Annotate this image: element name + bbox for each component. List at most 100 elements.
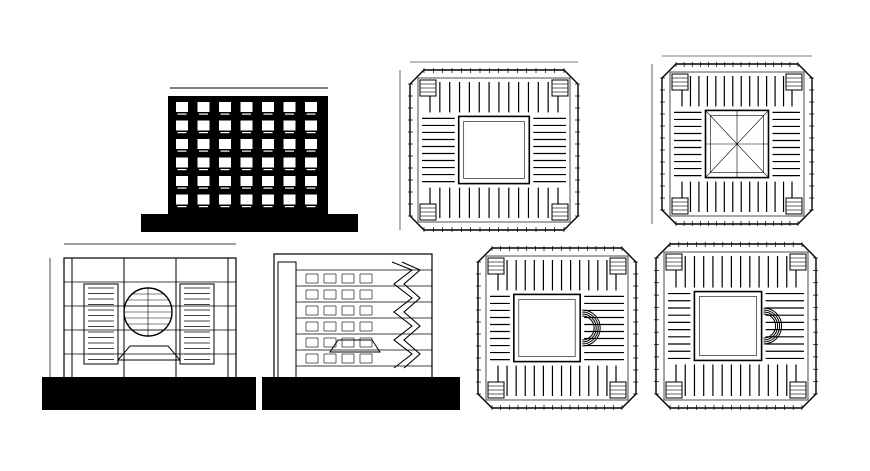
section-b-window (359, 321, 373, 332)
elevation-window-sill (285, 113, 294, 115)
floor-plan-1 (399, 61, 580, 232)
section-a-stair-left (83, 283, 119, 365)
elevation-window (197, 139, 210, 149)
elevation-window (305, 176, 317, 186)
section-b-window (305, 289, 319, 300)
section-b-window (305, 273, 319, 284)
section-b-window (341, 337, 355, 348)
elevation-window (240, 157, 253, 168)
elevation-window (197, 194, 210, 205)
section-b-core (277, 261, 297, 382)
elevation-window-sill (306, 187, 316, 189)
elevation-window (219, 102, 231, 112)
plan-curved-stair (582, 313, 597, 343)
elevation-window-sill (199, 113, 208, 115)
section-b-window (323, 305, 337, 316)
elevation-window-sill (199, 187, 208, 189)
elevation-window-sill (220, 113, 230, 115)
elevation-window-sill (306, 132, 316, 134)
section-b-window (323, 289, 337, 300)
section-b-window (305, 321, 319, 332)
section-b (262, 253, 460, 410)
elevation-ground-slab (141, 214, 358, 232)
elevation-window (283, 120, 296, 131)
plan-curved-stair (582, 309, 601, 347)
plan-inner-wall (417, 77, 571, 223)
elevation-window-sill (220, 132, 230, 134)
plan-central-court (457, 115, 531, 185)
elevation-window (283, 139, 296, 149)
section-b-window (341, 321, 355, 332)
section-b-zigzag-ramps (391, 261, 422, 369)
elevation-window-sill (199, 169, 208, 171)
elevation-window (262, 176, 274, 186)
plan-court-inner (699, 296, 757, 356)
section-b-window (341, 289, 355, 300)
elevation-window-sill (177, 169, 187, 171)
elevation-window-sill (220, 150, 230, 152)
elevation-window (197, 176, 210, 186)
floor-plan-2 (651, 55, 814, 226)
elevation-window (283, 176, 296, 186)
plan-court-inner (463, 121, 525, 179)
elevation-window-sill (242, 206, 251, 208)
section-b-window (323, 321, 337, 332)
elevation-window-sill (285, 187, 294, 189)
section-a-auditorium-rake (116, 345, 182, 361)
section-b-window (359, 273, 373, 284)
section-b-window (323, 353, 337, 364)
plan-inner-wall (669, 71, 805, 217)
elevation-window-sill (306, 113, 316, 115)
elevation-window-sill (263, 150, 273, 152)
elevation-window-sill (285, 206, 294, 208)
front-elevation (141, 87, 358, 232)
section-b-outline (273, 253, 433, 382)
elevation-window (305, 194, 317, 205)
elevation-window (240, 102, 253, 112)
elevation-window-sill (220, 187, 230, 189)
elevation-window (262, 157, 274, 168)
elevation-window (240, 194, 253, 205)
elevation-window-sill (285, 132, 294, 134)
elevation-window (305, 139, 317, 149)
section-a-stair-right-treads (184, 287, 210, 360)
section-b-window (359, 337, 373, 348)
elevation-window (262, 120, 274, 131)
section-a-stair-left-treads (88, 287, 114, 360)
elevation-window-sill (285, 169, 294, 171)
section-b-window (341, 273, 355, 284)
elevation-window-sill (177, 132, 187, 134)
elevation-window (283, 157, 296, 168)
elevation-window-sill (177, 113, 187, 115)
floor-plan-4 (654, 242, 818, 410)
plan-curved-stair (763, 307, 783, 345)
section-b-window (359, 305, 373, 316)
elevation-window-sill (177, 150, 187, 152)
elevation-window (176, 120, 188, 131)
elevation-window (240, 139, 253, 149)
section-b-window (341, 305, 355, 316)
elevation-window (219, 157, 231, 168)
elevation-window (305, 120, 317, 131)
section-b-base (262, 377, 460, 410)
elevation-window (262, 194, 274, 205)
elevation-window-sill (285, 150, 294, 152)
elevation-window-grid (176, 102, 317, 208)
elevation-window-sill (199, 206, 208, 208)
elevation-window (219, 194, 231, 205)
section-a-stair-right (179, 283, 215, 365)
section-b-window (359, 353, 373, 364)
plan-inner-wall (663, 251, 809, 401)
elevation-window-sill (263, 187, 273, 189)
elevation-window (176, 194, 188, 205)
plan-curved-stair (763, 309, 781, 343)
ramp-zigzag (391, 261, 414, 369)
elevation-window (262, 102, 274, 112)
elevation-window (197, 120, 210, 131)
section-b-floor-lines (296, 269, 432, 367)
section-a (42, 243, 256, 410)
elevation-window-sill (263, 132, 273, 134)
section-b-windows (305, 273, 373, 364)
plan-curved-stair (582, 315, 595, 341)
plan-inner-wall (485, 255, 629, 401)
